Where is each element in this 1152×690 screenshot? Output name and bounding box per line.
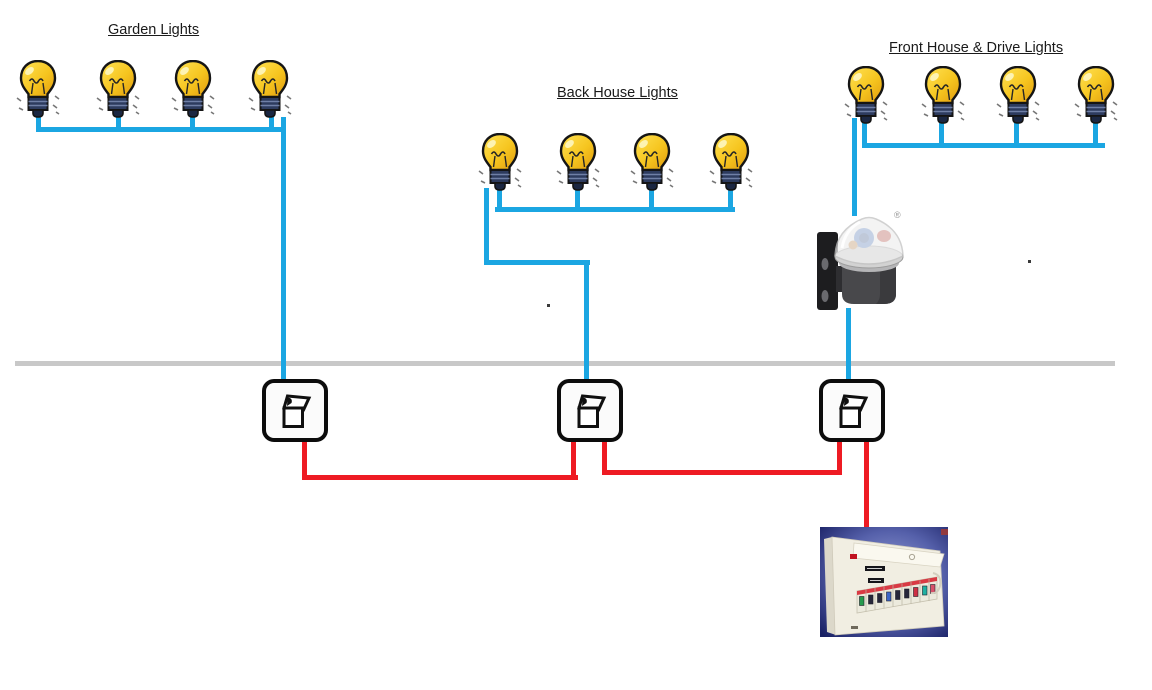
live-wire [602,440,607,475]
garden-lights-bulb-icon [248,60,292,118]
live-wire [837,441,842,475]
light-rays [844,101,888,121]
consumer-unit [820,527,948,637]
boundary-line [15,361,1115,366]
live-wire [302,440,307,480]
photocell-feed-wire [852,118,857,216]
front-house-drive-lights-bulb-icon [1074,66,1118,124]
photocell-sensor: ® [812,206,908,318]
garden-lights-label: Garden Lights [108,22,200,38]
garden-lights-bulb-icon [16,60,60,118]
back-house-lights-bulb-icon [478,133,522,191]
light-switch-2 [557,379,623,442]
live-wire [302,475,578,480]
back-switch-feed-wire [484,260,590,265]
front-house-drive-lights-bulb-icon [996,66,1040,124]
light-rays [478,168,522,188]
garden-lights-wire [269,115,274,129]
back-house-wire [728,188,733,212]
photocell-switch-wire [846,308,851,379]
light-rays [630,168,674,188]
front-house-wire [939,121,944,148]
light-rays [171,95,215,115]
back-house-lights-bulb-icon [709,133,753,191]
light-switch-icon [282,393,312,428]
light-rays [556,168,600,188]
light-switch-1 [262,379,328,442]
light-rays [16,95,60,115]
photocell-icon [817,216,904,310]
light-rays [709,168,753,188]
light-switch-3 [819,379,885,442]
consumer-unit-icon [820,527,948,637]
garden-switch-feed-wire [281,117,286,379]
garden-lights-wire [36,115,41,131]
light-switch-icon [839,393,869,428]
stray-mark [547,304,550,307]
light-rays [921,101,965,121]
front-house-wire [1093,121,1098,148]
front-house-drive-lights-bulb-icon [921,66,965,124]
garden-lights-wire [190,115,195,131]
stray-mark [1028,260,1031,263]
garden-lights-bulb-icon [96,60,140,118]
back-house-lights-bulb-icon [630,133,674,191]
front-house-wire [862,143,1105,148]
garden-lights-bulb-icon [171,60,215,118]
back-house-wire [495,207,735,212]
light-rays [1074,101,1118,121]
back-house-lights-bulb-icon [556,133,600,191]
light-rays [996,101,1040,121]
registered-trademark-symbol: ® [894,210,901,220]
front-house-drive-lights-bulb-icon [844,66,888,124]
back-house-wire [575,188,580,212]
back-house-wire [497,188,502,212]
light-rays [96,95,140,115]
back-house-lights-label: Back House Lights [557,85,678,101]
light-switch-icon [577,393,607,428]
garden-lights-wire [116,115,121,131]
live-wire [571,440,576,480]
light-rays [248,95,292,115]
back-house-wire [649,188,654,212]
garden-lights-wire [36,127,286,132]
consumer-unit-feed-wire [864,441,869,529]
front-house-wire [1014,121,1019,148]
live-wire [602,470,842,475]
front-house-wire [862,121,867,148]
front-house-lights-label: Front House & Drive Lights [889,40,1064,56]
back-switch-feed-wire [584,260,589,379]
back-switch-feed-wire [484,188,489,265]
